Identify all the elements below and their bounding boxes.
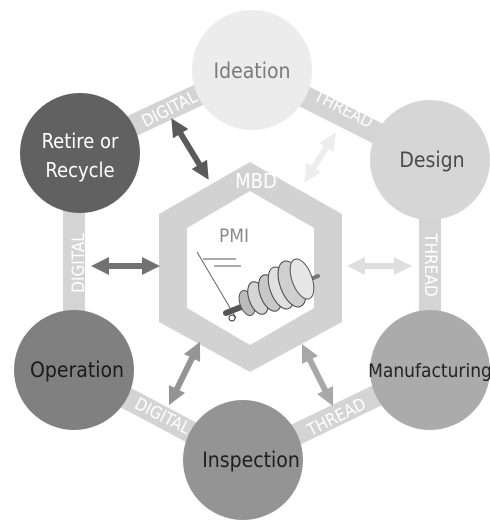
mbd-label: MBD [235, 169, 277, 193]
stage-label-operation: Operation [30, 358, 124, 382]
arrows [91, 118, 412, 407]
ring-label-bottom-right: THREAD [303, 394, 369, 441]
ring-label-bottom-left: DIGITAL [131, 394, 194, 439]
stage-label-retire-line2: Recycle [45, 158, 114, 182]
stage-manufacturing: Manufacturing [368, 310, 490, 430]
stage-label-manufacturing: Manufacturing [368, 360, 490, 382]
stage-label-design: Design [399, 148, 464, 172]
stage-design: Design [370, 100, 490, 220]
stage-label-inspection: Inspection [202, 448, 300, 472]
stage-label-retire-line1: Retire or [42, 129, 119, 153]
ring-label-top-left: DIGITAL [139, 87, 202, 132]
arrow-retire [171, 118, 209, 180]
stage-ideation: Ideation [192, 10, 312, 130]
arrow-manufacturing [301, 343, 334, 407]
pmi-label: PMI [219, 225, 249, 247]
arrow-inspection [168, 341, 201, 406]
stage-label-ideation: Ideation [214, 59, 291, 83]
stage-retire-or-recycle: Retire or Recycle [20, 93, 140, 213]
turbine-shaft-illustration [196, 251, 320, 322]
stage-inspection: Inspection [183, 400, 303, 520]
arrow-ideation [304, 132, 336, 183]
ring-label-right: THREAD [420, 232, 440, 296]
stage-operation: Operation [14, 310, 134, 430]
ring-label-left: DIGITAL [69, 233, 89, 293]
mbd-hexagon [159, 162, 342, 372]
